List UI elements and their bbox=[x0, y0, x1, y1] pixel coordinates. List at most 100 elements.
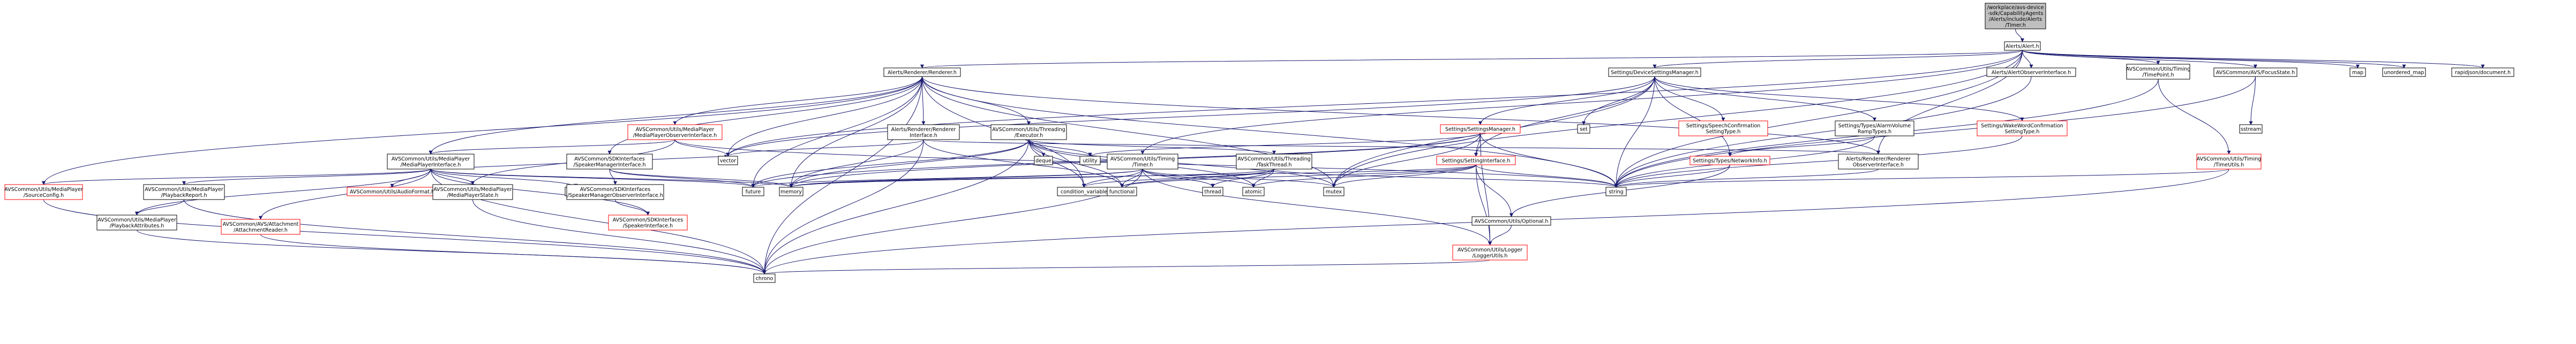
edge-setif-to-atomic bbox=[1251, 164, 1476, 188]
node-timeutils[interactable]: AVSCommon/Utils/Timing/TimeUtils.h bbox=[2196, 154, 2262, 170]
node-box bbox=[2349, 67, 2366, 77]
node-label-line: Alerts/Renderer/Renderer bbox=[1846, 156, 1911, 162]
edge-alert-to-focusstate bbox=[2022, 50, 2257, 68]
node-label-line: Interface.h bbox=[910, 133, 937, 139]
node-pbattr[interactable]: AVSCommon/Utils/MediaPlayer/PlaybackAttr… bbox=[96, 215, 177, 231]
node-rendobs[interactable]: Alerts/Renderer/RendererObserverInterfac… bbox=[1838, 154, 1919, 170]
node-label-line: AVSCommon/Utils/MediaPlayer bbox=[4, 187, 83, 193]
node-spkmgr[interactable]: AVSCommon/SDKInterfaces/SpeakerManagerIn… bbox=[566, 154, 653, 170]
node-label-line: AVSCommon/SDKInterfaces bbox=[580, 187, 651, 193]
node-vector: vector bbox=[718, 156, 738, 165]
node-label-line: AVSCommon/Utils/MediaPlayer bbox=[392, 156, 470, 162]
node-devset[interactable]: Settings/DeviceSettingsManager.h bbox=[1608, 67, 1701, 77]
node-spkobs[interactable]: AVSCommon/SDKInterfaces/SpeakerManagerOb… bbox=[566, 184, 664, 200]
node-audiofmt[interactable]: AVSCommon/Utils/AudioFormat.h bbox=[347, 187, 438, 196]
node-pbreport[interactable]: AVSCommon/Utils/MediaPlayer/PlaybackRepo… bbox=[143, 184, 225, 200]
node-box bbox=[566, 154, 653, 170]
node-box bbox=[1608, 67, 1701, 77]
node-executor[interactable]: AVSCommon/Utils/Threading/Executor.h bbox=[990, 124, 1067, 140]
node-box bbox=[1236, 154, 1312, 170]
node-setmgr[interactable]: Settings/SettingsManager.h bbox=[1440, 124, 1521, 134]
node-box bbox=[1605, 187, 1627, 196]
node-setif[interactable]: Settings/SettingInterface.h bbox=[1436, 156, 1516, 165]
node-wakeword[interactable]: Settings/WakeWordConfirmationSettingType… bbox=[1977, 120, 2068, 136]
node-label-line: AVSCommon/Utils/Optional.h bbox=[1475, 219, 1549, 225]
node-renderer[interactable]: Alerts/Renderer/Renderer.h bbox=[883, 67, 961, 77]
edge-timer-to-future bbox=[751, 169, 1143, 188]
node-alert[interactable]: Alerts/Alert.h bbox=[2004, 41, 2041, 51]
edge-devset-to-vector bbox=[726, 76, 1655, 157]
node-label-line: sstream bbox=[2241, 127, 2261, 133]
node-mpobs[interactable]: AVSCommon/Utils/MediaPlayer/MediaPlayerO… bbox=[627, 124, 723, 140]
node-label-line: AVSCommon/Utils/Timing bbox=[1110, 156, 1175, 162]
edge-setif-to-logger bbox=[1476, 164, 1492, 246]
node-label-line: ObserverInterface.h bbox=[1853, 162, 1904, 168]
edge-devset-to-string bbox=[1614, 76, 1655, 188]
node-focusstate[interactable]: AVSCommon/AVS/FocusState.h bbox=[2213, 67, 2297, 77]
node-timer[interactable]: AVSCommon/Utils/Timing/Timer.h bbox=[1107, 154, 1178, 170]
node-deque: deque bbox=[1034, 156, 1053, 165]
node-memory: memory bbox=[779, 187, 803, 196]
node-rapidjson: rapidjson/document.h bbox=[2451, 67, 2514, 77]
node-label-line: AVSCommon/Utils/Logger bbox=[1458, 247, 1522, 253]
header-nodes: /workplace/avs-device-sdk/CapabilityAgen… bbox=[4, 3, 2514, 283]
node-spkif[interactable]: AVSCommon/SDKInterfaces/SpeakerInterface… bbox=[608, 215, 688, 231]
edge-pbreport-to-pbattr bbox=[135, 199, 184, 216]
node-box bbox=[742, 187, 764, 196]
edge-devset-to-setmgr bbox=[1478, 76, 1655, 125]
node-label-line: /workplace/avs-device bbox=[1987, 5, 2044, 11]
node-map: map bbox=[2349, 67, 2366, 77]
node-mpif[interactable]: AVSCommon/Utils/MediaPlayer/MediaPlayerI… bbox=[387, 154, 475, 170]
node-label-line: Settings/Types/AlarmVolume bbox=[1838, 123, 1911, 129]
node-label-line: /MediaPlayerState.h bbox=[447, 193, 498, 198]
node-alertobs[interactable]: Alerts/AlertObserverInterface.h bbox=[1986, 67, 2076, 77]
node-label-line: /LoggerUtils.h bbox=[1473, 253, 1508, 259]
edge-mpif-to-pbattr bbox=[135, 169, 431, 216]
node-label-line: /Timer.h bbox=[2005, 22, 2026, 28]
node-timepoint[interactable]: AVSCommon/Utils/Timing/TimePoint.h bbox=[2126, 64, 2191, 80]
node-box bbox=[718, 156, 738, 165]
edge-renderer-to-rendobs bbox=[922, 76, 1880, 155]
node-label-line: unordered_map bbox=[2384, 70, 2424, 76]
node-label-line: /SpeakerManagerObserverInterface.h bbox=[567, 193, 663, 198]
node-label-line: map bbox=[2352, 70, 2363, 76]
node-umap: unordered_map bbox=[2382, 67, 2426, 77]
edge-rendobs-to-string bbox=[1614, 169, 1879, 188]
edge-renderer-to-mpif bbox=[429, 76, 922, 155]
edge-executor-to-functional bbox=[1028, 139, 1124, 188]
node-label-line: memory bbox=[780, 189, 802, 195]
node-srccfg[interactable]: AVSCommon/Utils/MediaPlayer/SourceConfig… bbox=[4, 184, 83, 200]
node-label-line: /MediaPlayerObserverInterface.h bbox=[633, 133, 717, 139]
node-logger[interactable]: AVSCommon/Utils/Logger/LoggerUtils.h bbox=[1452, 244, 1528, 261]
edge-alert-to-rendobs bbox=[1876, 50, 2023, 155]
node-mpstate[interactable]: AVSCommon/Utils/MediaPlayer/MediaPlayerS… bbox=[432, 184, 513, 200]
edge-setmgr-to-string bbox=[1480, 133, 1618, 188]
edge-taskthread-to-condvar bbox=[1082, 169, 1274, 188]
node-box bbox=[1577, 124, 1590, 134]
node-optional[interactable]: AVSCommon/Utils/Optional.h bbox=[1471, 216, 1551, 226]
edge-alertobs-to-string bbox=[1614, 76, 2032, 188]
edge-mpif-to-memory bbox=[430, 169, 793, 188]
node-taskthread[interactable]: AVSCommon/Utils/Threading/TaskThread.h bbox=[1236, 154, 1312, 170]
node-box bbox=[2004, 41, 2041, 51]
node-attreader[interactable]: AVSCommon/AVS/Attachment/AttachmentReade… bbox=[221, 219, 301, 235]
node-root[interactable]: /workplace/avs-device-sdk/CapabilityAgen… bbox=[1985, 3, 2046, 29]
edge-timer-to-condvar bbox=[1082, 169, 1143, 188]
node-box bbox=[753, 273, 776, 283]
edge-setmgr-to-logger bbox=[1480, 133, 1492, 246]
node-box bbox=[1977, 120, 2068, 136]
node-label-line: AVSCommon/Utils/MediaPlayer bbox=[145, 187, 223, 193]
edge-setif-to-optional bbox=[1476, 164, 1513, 217]
edge-focusstate-to-sstream bbox=[2249, 76, 2256, 125]
edge-executor-to-utility bbox=[1028, 139, 1092, 157]
node-label-line: future bbox=[746, 189, 761, 195]
node-label-line: AVSCommon/AVS/FocusState.h bbox=[2216, 70, 2295, 76]
node-netinfo[interactable]: Settings/Types/NetworkInfo.h bbox=[1689, 156, 1770, 165]
edge-pbreport-to-chrono bbox=[184, 199, 767, 274]
node-box bbox=[2239, 124, 2263, 134]
node-box bbox=[2196, 154, 2262, 170]
node-future: future bbox=[742, 187, 764, 196]
